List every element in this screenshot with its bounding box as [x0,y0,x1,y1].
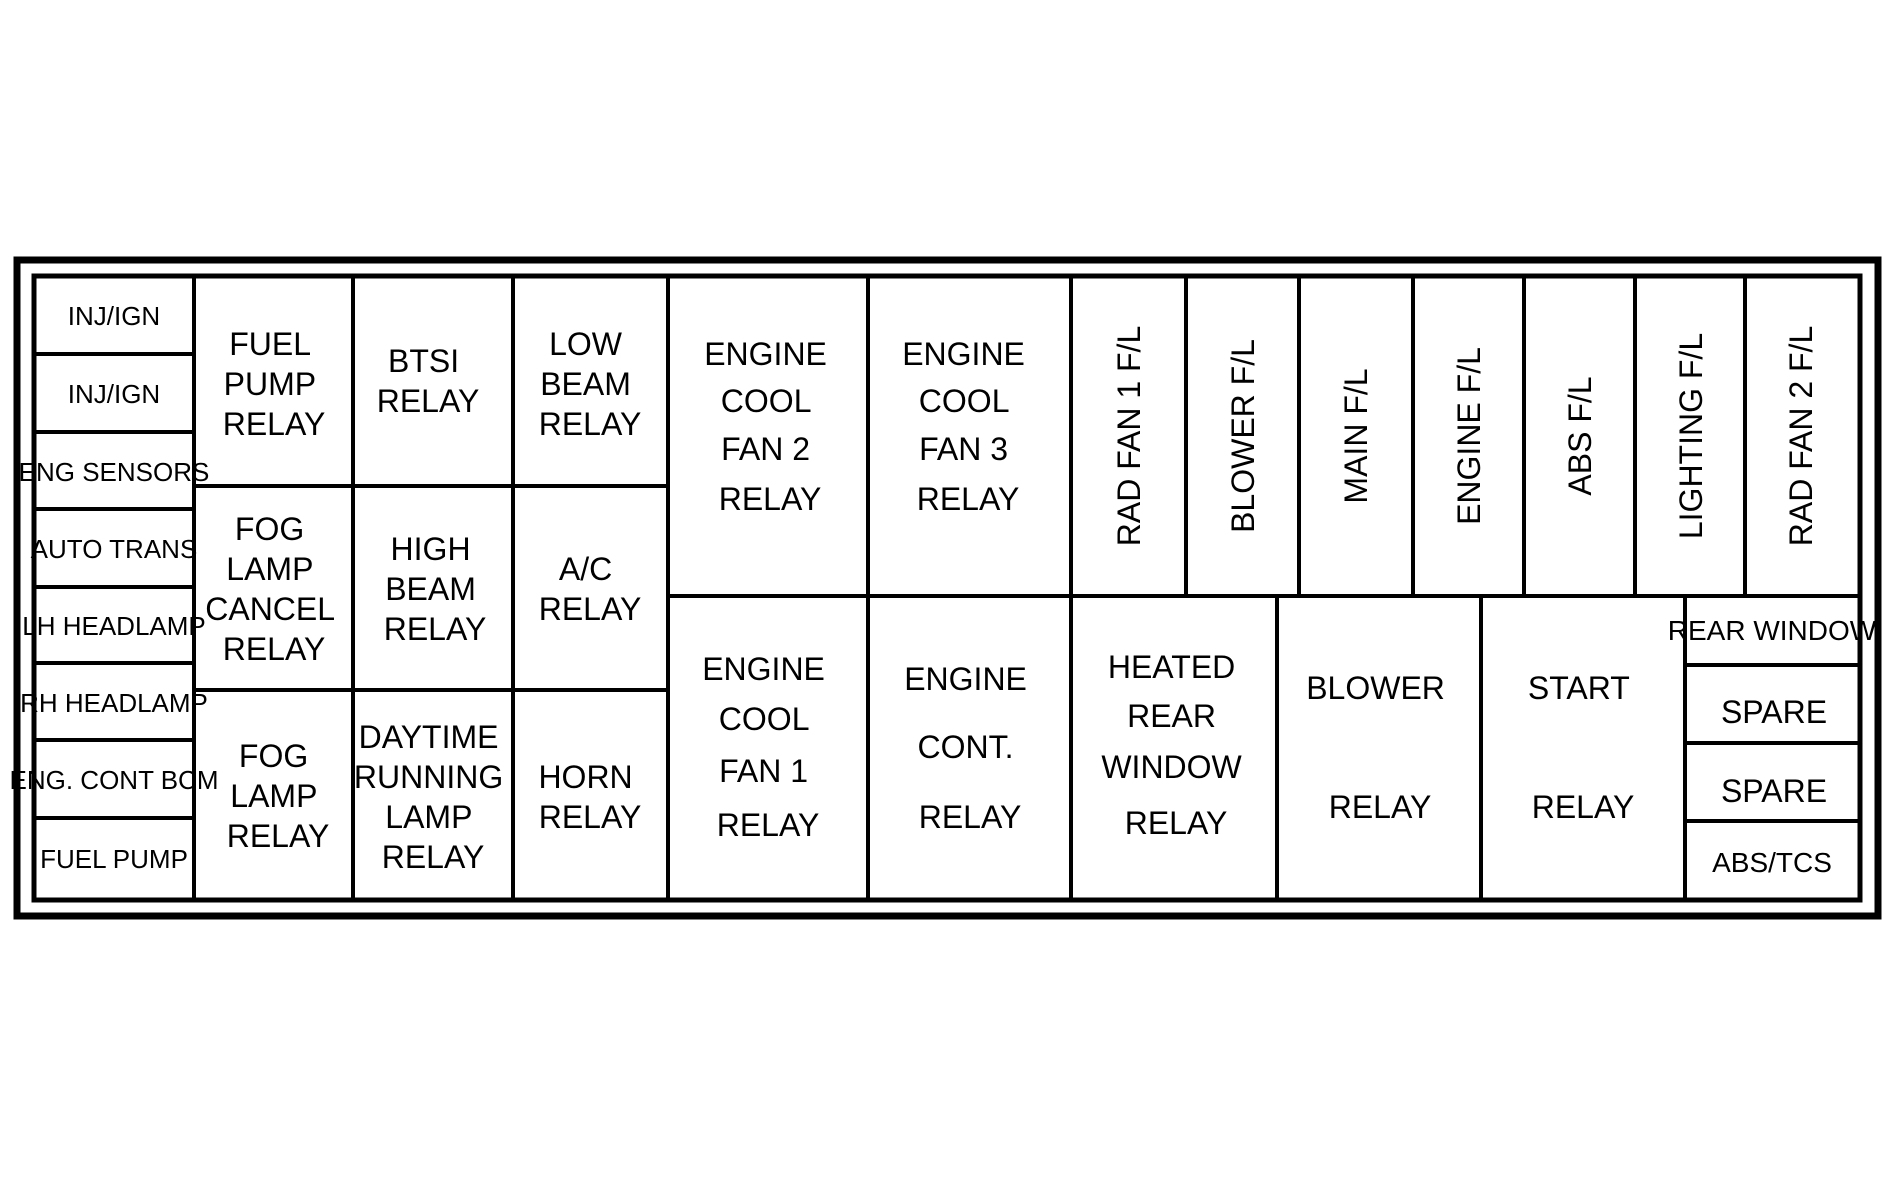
grid-lines [34,276,1860,900]
fuse-inj-ign-2: INJ/IGN [68,379,160,409]
fuse-rear-window: REAR WINDOW [1668,615,1877,646]
start-relay: START RELAY [1528,670,1638,825]
fuse-lh-headlamp: LH HEADLAMP [22,611,206,641]
high-beam-relay: HIGH BEAM RELAY [384,531,487,647]
fusible-link-main: MAIN F/L [1338,368,1374,503]
blower-relay: BLOWER RELAY [1306,670,1454,825]
engine-cool-fan-3-relay: ENGINE COOL FAN 3 RELAY [902,336,1034,517]
daytime-running-lamp-relay: DAYTIME RUNNING LAMP RELAY [354,719,512,875]
left-fuse-column: INJ/IGN INJ/IGN ENG SENSORS AUTO TRANS L… [10,301,219,874]
engine-cont-relay: ENGINE CONT. RELAY [904,661,1036,835]
fog-lamp-relay: FOG LAMP RELAY [227,738,330,854]
fuse-spare-1: SPARE [1721,694,1827,730]
fog-lamp-cancel-relay: FOG LAMP CANCEL RELAY [205,511,343,667]
right-fuse-column: REAR WINDOW SPARE SPARE ABS/TCS [1668,615,1877,878]
fuse-rh-headlamp: RH HEADLAMP [20,688,208,718]
fuse-eng-cont-bcm: ENG. CONT BCM [10,765,219,795]
fusible-link-abs: ABS F/L [1562,376,1598,495]
fuse-spare-2: SPARE [1721,773,1827,809]
fuse-fuel-pump: FUEL PUMP [40,844,188,874]
heated-rear-window-relay: HEATED REAR WINDOW RELAY [1101,649,1250,841]
low-beam-relay: LOW BEAM RELAY [539,326,642,442]
horn-relay: HORN RELAY [538,759,641,835]
fuse-inj-ign-1: INJ/IGN [68,301,160,331]
fusible-link-rad-fan-2: RAD FAN 2 F/L [1783,326,1819,547]
engine-cool-fan-1-relay: ENGINE COOL FAN 1 RELAY [702,651,834,843]
fusible-links: RAD FAN 1 F/L BLOWER F/L MAIN F/L ENGINE… [1111,326,1819,547]
outer-frame [13,256,1882,920]
fusible-link-engine: ENGINE F/L [1451,347,1487,525]
ac-relay: A/C RELAY [539,551,642,627]
fusible-link-rad-fan-1: RAD FAN 1 F/L [1111,326,1147,547]
relay-labels: FUEL PUMP RELAY BTSI RELAY LOW BEAM RELA… [205,326,1638,875]
fuse-auto-trans: AUTO TRANS [31,534,198,564]
engine-cool-fan-2-relay: ENGINE COOL FAN 2 RELAY [704,336,836,517]
btsi-relay: BTSI RELAY [377,343,480,419]
fusible-link-lighting: LIGHTING F/L [1673,333,1709,539]
fuse-abs-tcs: ABS/TCS [1712,847,1832,878]
fusible-link-blower: BLOWER F/L [1225,339,1261,533]
fuse-eng-sensors: ENG SENSORS [19,457,210,487]
fuel-pump-relay: FUEL PUMP RELAY [223,326,326,442]
